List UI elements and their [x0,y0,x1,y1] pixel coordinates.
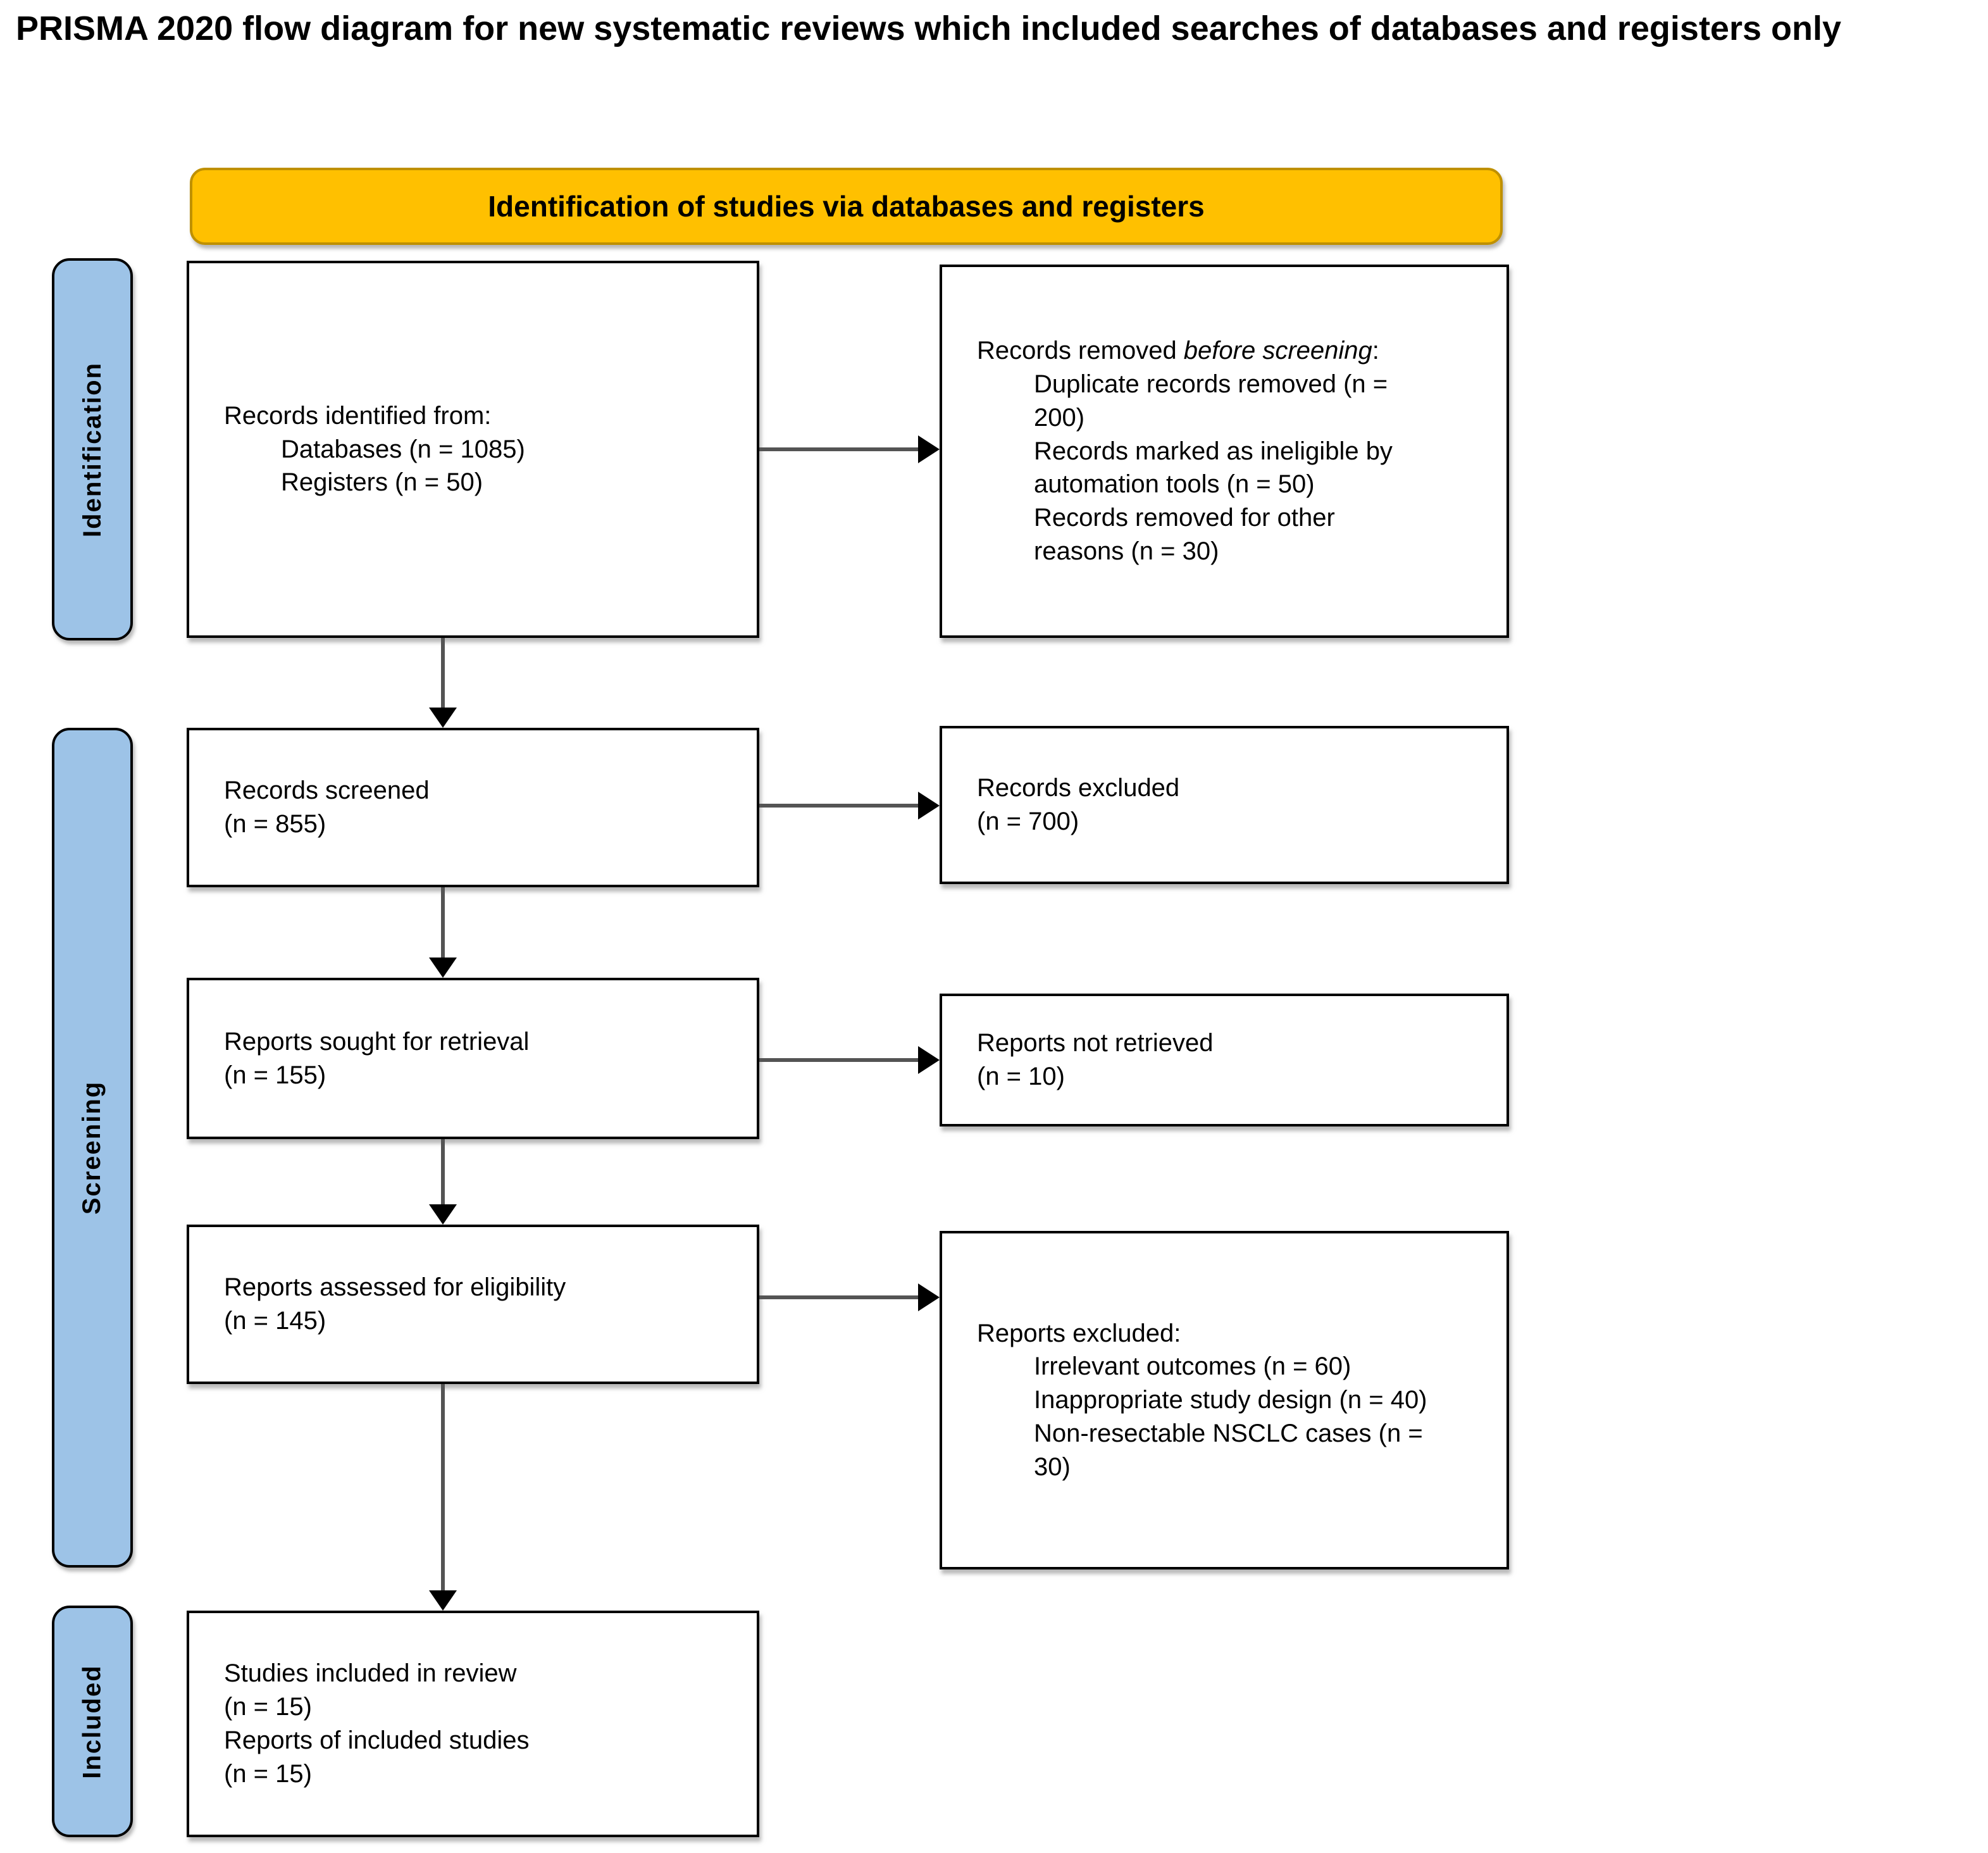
box-records-screened: Records screened (n = 855) [187,728,759,887]
box-line: Inappropriate study design (n = 40) [1034,1386,1427,1414]
arrow-head-down-icon [429,708,457,728]
arrow-head-down-icon [429,958,457,978]
box-line: (n = 145) [224,1307,326,1335]
box-line: Databases (n = 1085) [281,435,525,463]
arrow-head-down-icon [429,1204,457,1225]
box-records-excluded-lines: Records excluded (n = 700) [977,771,1469,839]
box-line: Records screened [224,777,430,805]
arrow-head-right-icon [918,1283,940,1311]
box-records-identified: Records identified from: Databases (n = … [187,261,759,638]
arrow-shaft [759,1058,921,1062]
box-line: (n = 700) [977,808,1079,835]
box-line: Reports not retrieved [977,1029,1214,1058]
box-line: Reports sought for retrieval [224,1027,530,1056]
heading-italic: before screening [1183,337,1372,365]
heading-suffix: : [1372,337,1379,365]
stage-label-included: Included [52,1606,133,1837]
box-studies-included-lines: Studies included in review (n = 15) Report… [224,1657,719,1790]
arrow-shaft [441,1384,445,1593]
box-reports-assessed-for-eligibility: Reports assessed for eligibility (n = 145… [187,1225,759,1384]
box-reports-assessed-lines: Reports assessed for eligibility (n = 145… [224,1271,719,1338]
box-line: (n = 10) [977,1063,1065,1090]
box-records-removed-before-screening: Records removed before screening: Duplic… [940,265,1509,638]
box-reports-excluded-items: Irrelevant outcomes (n = 60) Inappropriat… [977,1350,1434,1483]
box-reports-not-retrieved-lines: Reports not retrieved (n = 10) [977,1026,1469,1094]
box-records-excluded: Records excluded (n = 700) [940,726,1509,884]
box-line: Studies included in review [224,1659,517,1688]
stage-label-screening: Screening [52,728,133,1568]
box-line: Duplicate records removed (n = 200) [1034,370,1388,432]
box-line: Non-resectable NSCLC cases (n = 30) [1034,1419,1423,1481]
arrow-shaft [441,1139,445,1207]
arrow-shaft [441,887,445,960]
box-line: Reports of included studies [224,1726,530,1754]
box-line: Registers (n = 50) [281,468,483,497]
page-title: PRISMA 2020 flow diagram for new systema… [16,9,1842,47]
banner-identification-of-studies: Identification of studies via databases … [190,168,1503,245]
box-line: Records marked as ineligible by automati… [1034,437,1393,499]
arrow-shaft [759,1295,921,1299]
arrow-head-down-icon [429,1590,457,1611]
arrow-head-right-icon [918,1046,940,1074]
stage-label-screening-text: Screening [78,1080,106,1215]
box-line: Irrelevant outcomes (n = 60) [1034,1352,1351,1381]
box-reports-excluded-heading: Reports excluded: [977,1319,1181,1347]
banner-label: Identification of studies via databases … [488,190,1205,223]
stage-label-identification-text: Identification [78,361,106,537]
heading-prefix: Records removed [977,337,1184,365]
box-reports-sought-lines: Reports sought for retrieval (n = 155) [224,1025,719,1092]
box-reports-sought-for-retrieval: Reports sought for retrieval (n = 155) [187,978,759,1139]
box-line: (n = 15) [224,1693,312,1721]
box-line: Records excluded [977,774,1180,802]
box-records-identified-heading: Records identified from: [224,401,492,430]
arrow-head-right-icon [918,792,940,820]
arrow-head-right-icon [918,435,940,463]
box-records-removed-heading: Records removed before screening: [977,334,1421,368]
arrow-shaft [759,804,921,808]
box-records-removed-items: Duplicate records removed (n = 200)Recor… [977,368,1421,568]
box-line: (n = 15) [224,1759,312,1788]
box-reports-excluded: Reports excluded: Irrelevant outcomes (n… [940,1231,1509,1569]
box-records-identified-items: Databases (n = 1085) Registers (n = 50) [224,433,719,500]
box-line: Records removed for other reasons (n = 3… [1034,504,1335,565]
stage-label-included-text: Included [78,1664,106,1779]
box-line: (n = 855) [224,810,326,838]
box-studies-included-in-review: Studies included in review (n = 15) Report… [187,1611,759,1837]
arrow-shaft [441,638,445,710]
box-reports-not-retrieved: Reports not retrieved (n = 10) [940,994,1509,1126]
box-line: Reports assessed for eligibility [224,1273,566,1302]
box-records-screened-lines: Records screened (n = 855) [224,774,719,841]
arrow-shaft [759,447,921,451]
stage-label-identification: Identification [52,258,133,640]
box-line: (n = 155) [224,1061,326,1089]
